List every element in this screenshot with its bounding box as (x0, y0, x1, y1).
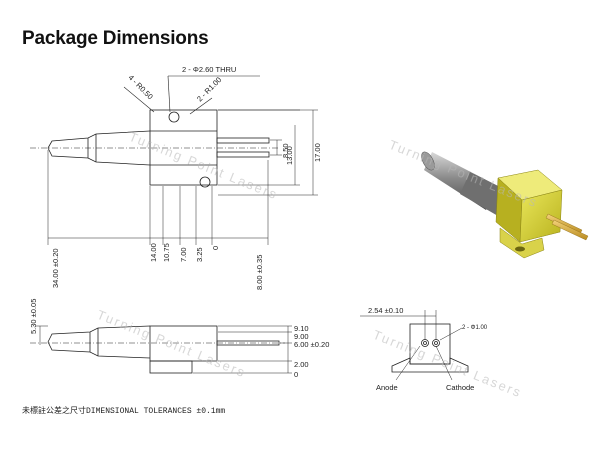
watermark-side: Turning Point Lasers (95, 307, 248, 381)
side-view-drawing (30, 325, 292, 374)
hole-callout: 2 - Φ2.60 THRU (182, 65, 236, 74)
taper-bottom-edge (47, 147, 151, 166)
cathode-pin (432, 339, 440, 347)
mount-hole-upper (168, 111, 180, 123)
dim-2-00: 2.00 (294, 360, 309, 369)
tolerance-note: 未標註公差之尺寸DIMENSIONAL TOLERANCES ±0.1mm (22, 407, 226, 416)
dim-6-00: 6.00 ±0.20 (294, 340, 329, 349)
pin-lower (216, 151, 270, 158)
dim-34-00: 34.00 ±0.20 (51, 248, 60, 288)
dim-8-00: 8.00 ±0.35 (255, 255, 264, 290)
anode-label: Anode (376, 383, 398, 392)
watermark-render: Turning Point Lasers (387, 137, 540, 211)
dim-13-00: 13.00 (285, 146, 294, 165)
dim-7-00: 7.00 (179, 247, 188, 262)
dim-5-30: 5.30 ±0.05 (29, 299, 38, 334)
top-view-drawing (30, 75, 318, 245)
dim-17-00: 17.00 (313, 143, 322, 162)
cathode-label: Cathode (446, 383, 474, 392)
pin-upper (216, 137, 270, 144)
dim-8-50: 8.50 (281, 143, 290, 158)
dim-zero: 0 (211, 246, 220, 250)
end-view-drawing (360, 310, 469, 381)
dim-9-00: 9.00 (294, 332, 309, 341)
dim-10-75: 10.75 (162, 243, 171, 262)
side-flange (149, 360, 193, 374)
mount-hole-lower (199, 176, 211, 188)
dim-14-00: 14.00 (149, 243, 158, 262)
page-title: Package Dimensions (22, 28, 209, 49)
dim-pitch: 2.54 ±0.10 (368, 306, 403, 315)
dim-3-25: 3.25 (195, 247, 204, 262)
corner-radius-callout: 4 - R0.50 (127, 73, 155, 101)
housing-block (149, 109, 218, 186)
laser-module-render (421, 151, 589, 259)
dim-side-zero: 0 (294, 370, 298, 379)
pin-diameter-callout: 2 - Φ1.00 (462, 325, 488, 331)
fillet-radius-callout: 2 - R1.00 (195, 75, 223, 103)
dim-9-10: 9.10 (294, 324, 309, 333)
